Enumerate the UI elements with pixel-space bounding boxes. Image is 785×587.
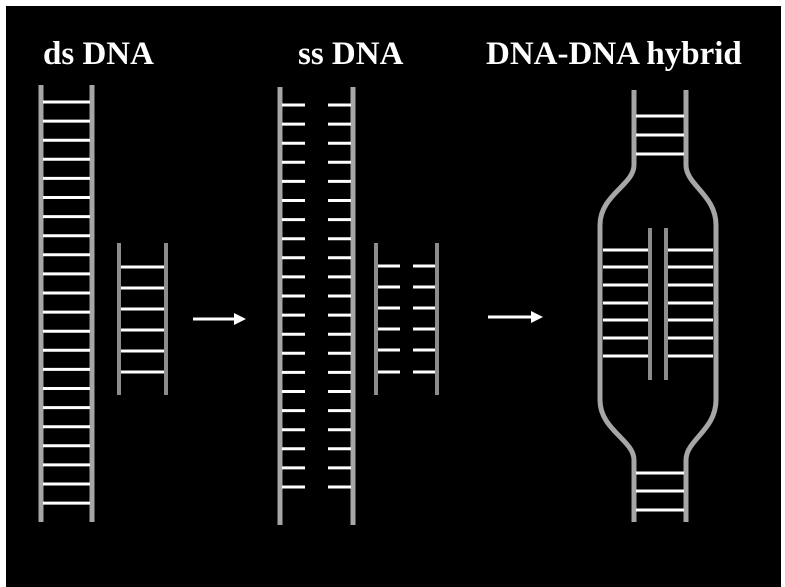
- ss-dna-probe-strands: [374, 243, 439, 395]
- ds-dna-probe-ladder: [117, 243, 168, 395]
- ss-probe-exposed-bases: [378, 264, 435, 374]
- ss-dna-long-strands: [277, 87, 356, 525]
- ds-dna-long-ladder: [38, 85, 95, 522]
- hybrid-right-backbone: [683, 90, 719, 522]
- ds-dna-base-pairs: [43, 100, 90, 505]
- ds-dna-label: ds DNA: [43, 36, 154, 72]
- right-arrow-icon: [193, 313, 246, 325]
- right-arrow-icon: [488, 311, 543, 323]
- hybrid-base-pairs: [603, 114, 713, 512]
- hybrid-left-backbone: [597, 90, 637, 522]
- dna-dna-hybrid-label: DNA-DNA hybrid: [486, 36, 742, 72]
- probe-base-pairs: [121, 265, 164, 374]
- ss-dna-label: ss DNA: [298, 36, 404, 72]
- dna-dna-hybrid: [597, 90, 719, 522]
- ss-dna-exposed-bases: [282, 103, 351, 489]
